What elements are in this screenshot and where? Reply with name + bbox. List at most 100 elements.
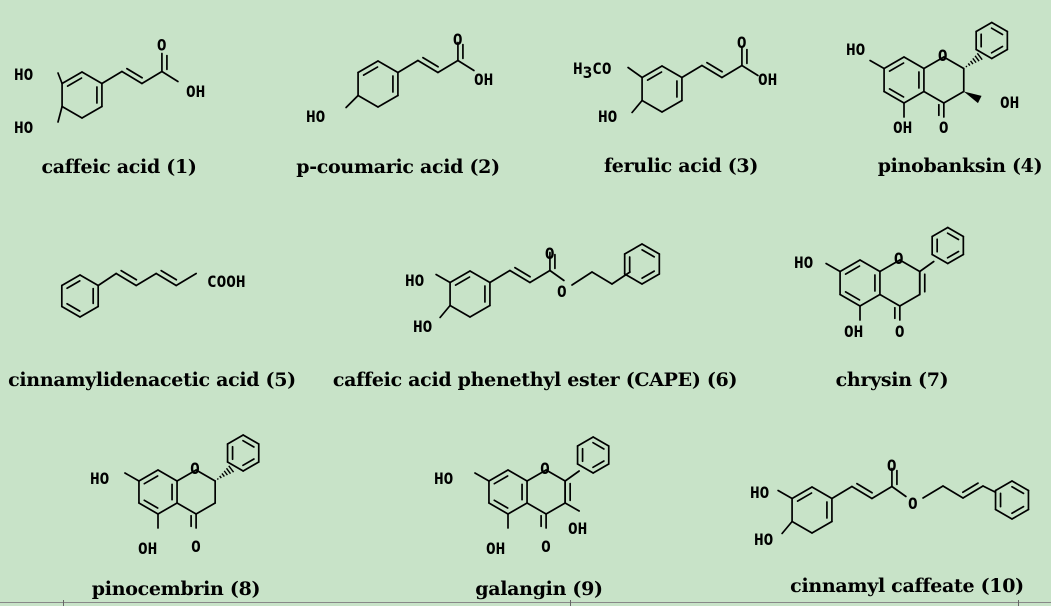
bond-line [564, 502, 581, 512]
bond-line [1011, 485, 1025, 495]
atom-label: COOH [207, 272, 246, 291]
bond-line [721, 64, 743, 79]
bond-line [138, 502, 159, 515]
bond-line [66, 77, 83, 87]
bond-line [422, 56, 439, 68]
atom-label: OH [893, 118, 912, 137]
bond-line [526, 502, 547, 515]
bond-line [1011, 505, 1025, 515]
bond-line [120, 269, 138, 281]
bond-line [362, 66, 379, 76]
bond-line [79, 305, 100, 318]
hashed-bond [221, 472, 225, 478]
wedge-bond [963, 91, 982, 104]
bond-line [157, 469, 178, 482]
atom-label: HO [14, 65, 33, 84]
compound-name: p-coumaric acid (2) [296, 156, 500, 178]
bond-line [811, 520, 833, 534]
bond-line [592, 436, 610, 447]
bond-line [507, 502, 528, 515]
bond-line [661, 99, 683, 113]
bond-line [449, 304, 471, 318]
compound-name: ferulic acid (3) [604, 155, 758, 177]
bond-line [81, 105, 103, 119]
bond-line [161, 70, 179, 83]
bond-line [883, 90, 905, 104]
bond-line [160, 269, 178, 281]
bond-line [741, 64, 759, 77]
bond-line [796, 492, 813, 502]
compound-name: cinnamyl caffeate (10) [790, 575, 1024, 597]
hashed-bond [216, 478, 219, 480]
atom-label: HO [434, 469, 453, 488]
atom-label: O [939, 118, 949, 137]
bond-line [946, 232, 960, 241]
bond-line [66, 280, 81, 290]
atom-label: OH [486, 539, 505, 558]
hashed-bond [223, 470, 228, 476]
bond-line [623, 273, 643, 285]
bond-line [781, 520, 793, 535]
bond-line [982, 485, 996, 493]
bond-line [489, 269, 511, 284]
bond-line [844, 291, 861, 301]
bond-line [839, 259, 861, 273]
bond-line [469, 304, 491, 318]
atom-label: OH [844, 322, 863, 341]
bond-line [777, 489, 793, 500]
bond-line [946, 253, 965, 265]
atom-label: O [887, 456, 897, 475]
atom-label: O [545, 244, 555, 263]
bond-line [627, 66, 643, 79]
bond-line [474, 472, 490, 482]
page-edge-line [0, 602, 1051, 603]
compound-name: chrysin (7) [836, 369, 949, 391]
bond-line [994, 480, 1013, 492]
atom-label: HO [750, 483, 769, 502]
bond-line [435, 273, 451, 284]
atom-label: O [191, 537, 201, 556]
bond-line [942, 90, 965, 104]
bond-line [357, 60, 379, 74]
bond-line [143, 475, 159, 485]
bond-line [990, 27, 1004, 36]
bond-line [641, 273, 661, 285]
bond-line [844, 265, 861, 275]
bond-line [592, 463, 610, 474]
atom-label: HO [598, 107, 617, 126]
atom-label: OH [758, 70, 777, 89]
bond-line [509, 269, 531, 284]
bond-line [859, 293, 881, 307]
atom-label: HO [754, 530, 773, 549]
hashed-bond [972, 57, 977, 64]
bond-line [990, 48, 1009, 60]
bond-line [121, 70, 143, 85]
compound-name: caffeic acid (1) [41, 156, 196, 178]
atom-label: HO [306, 107, 325, 126]
bond-line [701, 64, 723, 79]
bond-line [990, 45, 1004, 54]
bond-line [975, 48, 993, 60]
bond-line [529, 269, 551, 284]
bond-line [549, 269, 565, 282]
bond-line [242, 434, 260, 445]
bond-line [141, 70, 163, 85]
bond-line [61, 71, 83, 85]
bond-line [888, 62, 905, 72]
bond-line [994, 508, 1013, 520]
bond-line [488, 469, 509, 482]
bond-line [623, 243, 643, 255]
bond-line [869, 59, 885, 70]
bond-line [143, 499, 159, 509]
atom-label: O [541, 537, 551, 556]
atom-label: O [453, 30, 463, 49]
bond-line [791, 486, 813, 500]
hashed-bond [976, 52, 983, 61]
bond-line [79, 274, 100, 287]
bond-line [681, 64, 703, 79]
atom-label: HO [846, 40, 865, 59]
hashed-bond [969, 60, 974, 65]
bond-line [898, 259, 921, 273]
bond-line [226, 461, 245, 472]
